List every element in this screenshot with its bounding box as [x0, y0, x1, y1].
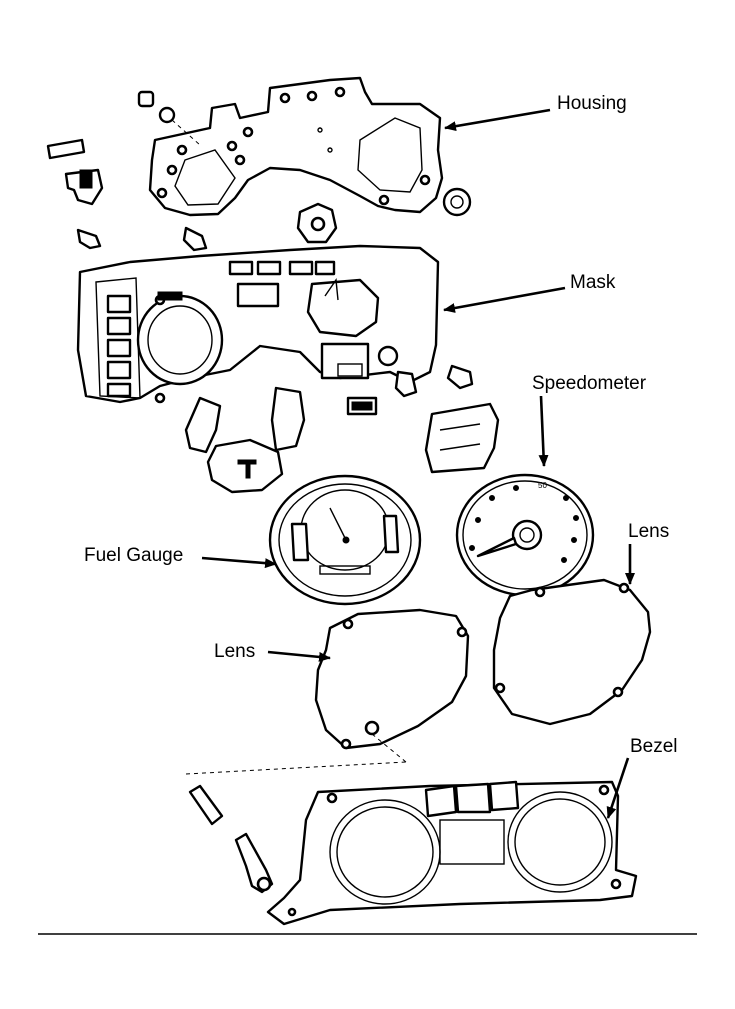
bezel-callout: Bezel [606, 736, 678, 819]
circuit-board-part [424, 402, 500, 474]
label-fuel-gauge: Fuel Gauge [84, 545, 183, 566]
bulb-holder-part [206, 438, 284, 494]
bulb-socket-part [137, 90, 201, 146]
screw-part [76, 226, 208, 252]
lens-right-part [492, 578, 652, 726]
shield-left-part [184, 386, 306, 454]
lens-right-callout: Lens [625, 521, 669, 585]
fuel-gauge-callout: Fuel Gauge [84, 545, 277, 569]
bracket-part [296, 202, 338, 244]
label-lens-left: Lens [214, 641, 255, 662]
label-housing: Housing [557, 93, 627, 114]
connector-clip-part [46, 138, 104, 206]
speedometer-part: 50 [455, 473, 595, 597]
fuel-gauge-part [268, 474, 422, 606]
bezel-part [266, 780, 638, 926]
lens-left-callout: Lens [214, 641, 331, 662]
label-speedometer: Speedometer [532, 373, 647, 394]
switch-part [346, 396, 378, 416]
speedometer-tick-label: 50 [538, 481, 547, 490]
lens-left-part [314, 608, 470, 763]
mask-callout: Mask [443, 272, 616, 313]
label-lens-right: Lens [628, 521, 669, 542]
label-mask: Mask [570, 272, 616, 293]
housing-callout: Housing [444, 93, 627, 132]
mask-part [76, 244, 474, 404]
speedometer-callout: Speedometer [532, 373, 647, 467]
knob-part [442, 187, 472, 217]
housing-part [148, 76, 444, 217]
pin-part [188, 784, 274, 894]
label-bezel: Bezel [630, 736, 678, 757]
